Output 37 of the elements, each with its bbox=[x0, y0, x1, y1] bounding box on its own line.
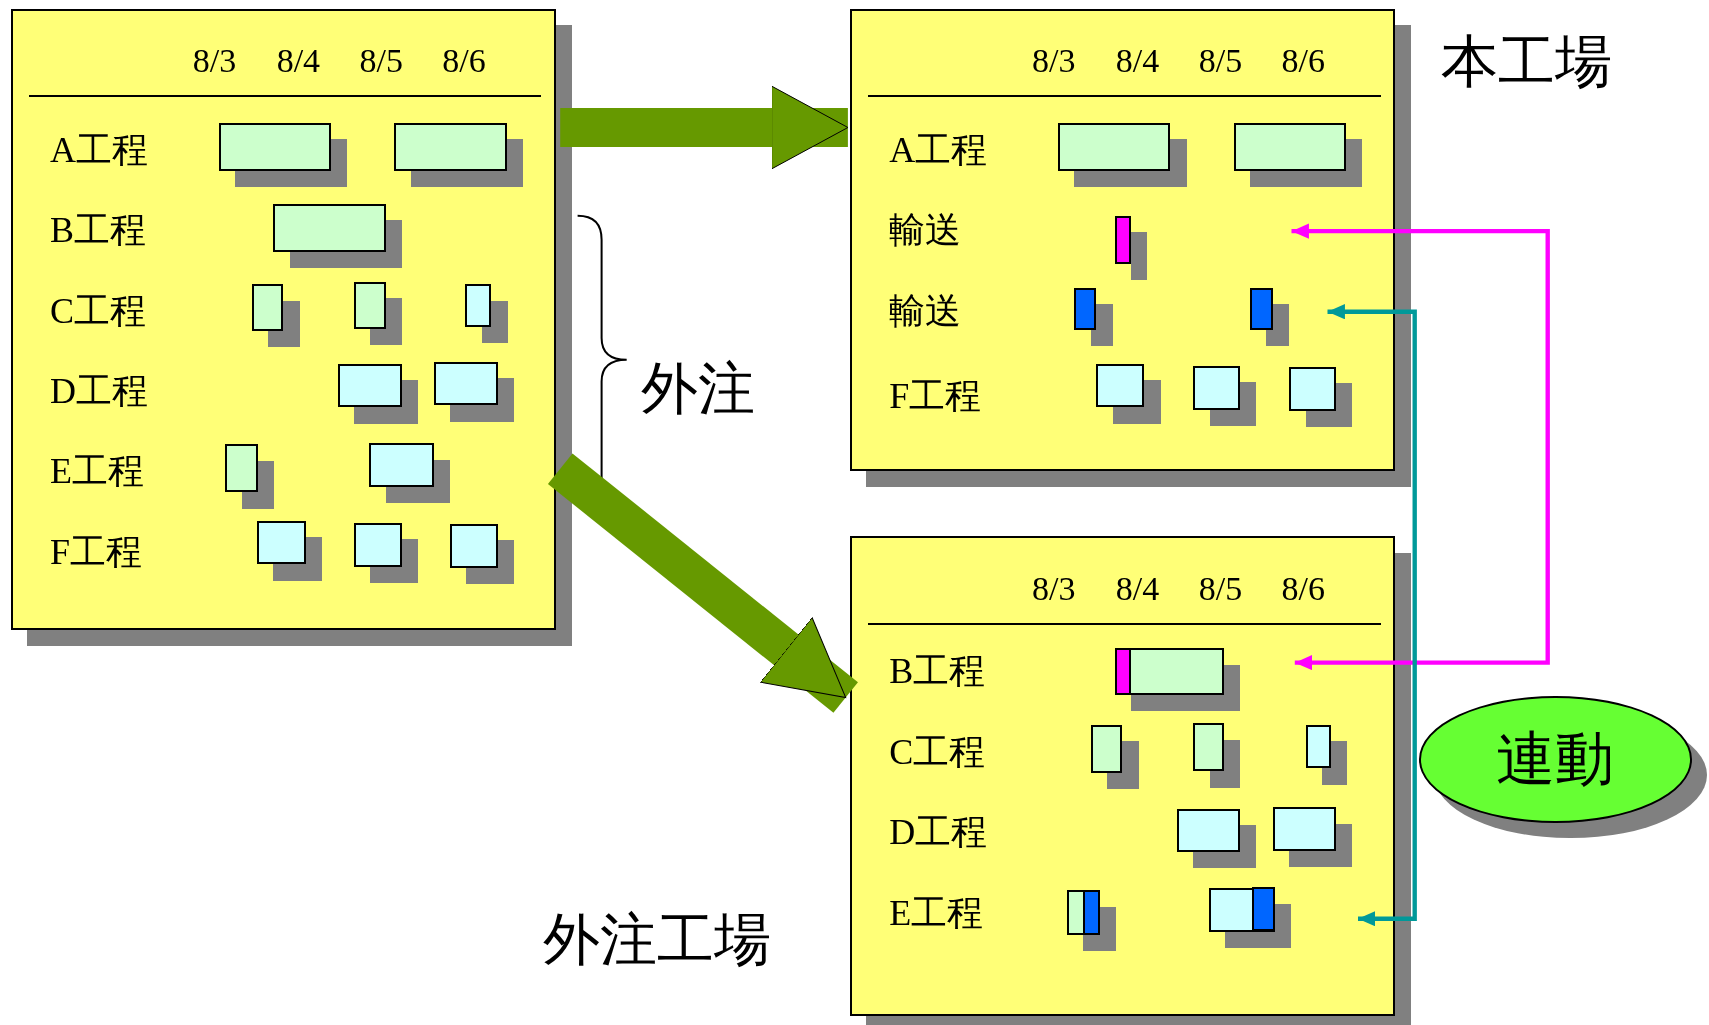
date-label: 8/5 bbox=[1198, 569, 1243, 608]
ellipse-node: 連動 bbox=[1419, 696, 1692, 823]
date-label: 8/4 bbox=[276, 42, 321, 81]
row-label: F工程 bbox=[889, 369, 982, 424]
date-label: 8/3 bbox=[1031, 569, 1076, 608]
row-label: E工程 bbox=[49, 444, 144, 499]
schedule-panel bbox=[850, 8, 1396, 471]
row-label: E工程 bbox=[889, 885, 984, 940]
row-label: 輸送 bbox=[889, 202, 962, 257]
row-label: A工程 bbox=[49, 122, 148, 177]
row-label: F工程 bbox=[49, 525, 142, 580]
block-arrow bbox=[560, 85, 849, 170]
row-label: A工程 bbox=[889, 122, 988, 177]
date-label: 8/6 bbox=[442, 42, 486, 81]
row-label: B工程 bbox=[889, 643, 986, 698]
row-label: C工程 bbox=[49, 284, 146, 339]
date-label: 8/3 bbox=[1031, 42, 1076, 81]
group-label: 外注 bbox=[640, 356, 755, 422]
date-label: 8/4 bbox=[1115, 42, 1160, 81]
date-label: 8/5 bbox=[1198, 42, 1243, 81]
schedule-panel bbox=[850, 536, 1396, 1016]
factory-label: 外注工場 bbox=[542, 908, 771, 974]
arrow bbox=[1291, 223, 1550, 671]
schedule-panel bbox=[10, 8, 556, 630]
row-label: D工程 bbox=[889, 805, 988, 860]
date-label: 8/3 bbox=[192, 42, 237, 81]
factory-label: 本工場 bbox=[1440, 29, 1612, 95]
date-label: 8/6 bbox=[1281, 569, 1325, 608]
date-label: 8/4 bbox=[1115, 569, 1160, 608]
row-label: 輸送 bbox=[889, 284, 962, 339]
date-label: 8/5 bbox=[359, 42, 403, 81]
row-label: D工程 bbox=[49, 363, 148, 418]
arrow bbox=[1327, 304, 1417, 927]
row-label: B工程 bbox=[49, 202, 146, 257]
block-arrow bbox=[547, 453, 858, 713]
date-label: 8/6 bbox=[1281, 42, 1325, 81]
row-label: C工程 bbox=[889, 724, 986, 779]
